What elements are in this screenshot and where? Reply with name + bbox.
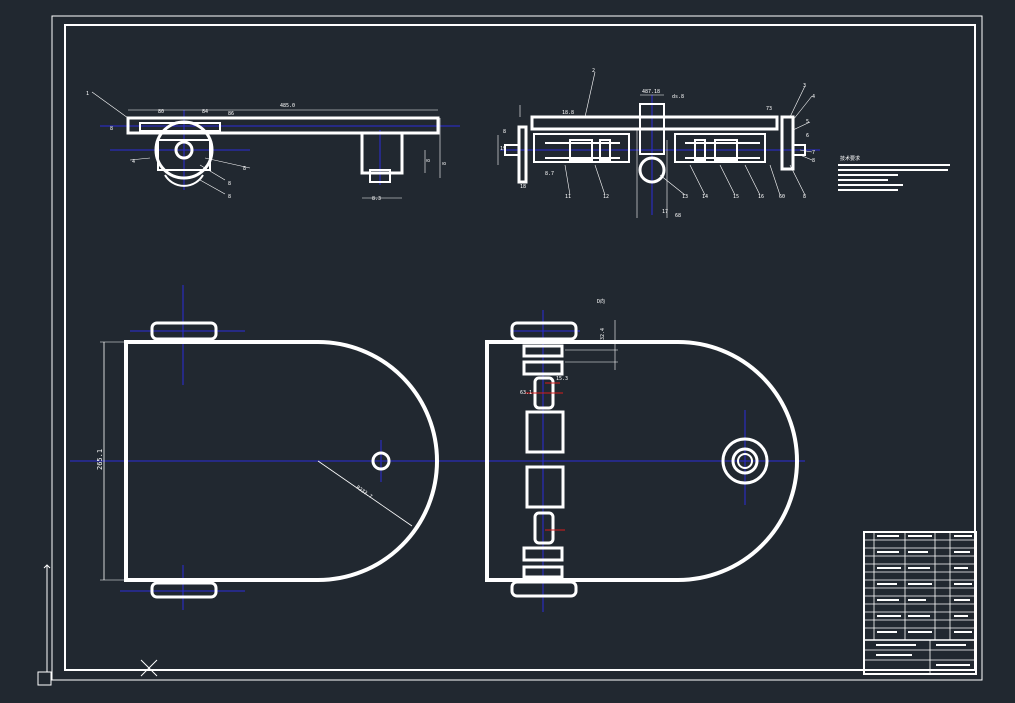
dimension-label: 8.3	[372, 196, 381, 202]
dimension-label: 11	[565, 194, 571, 200]
dimension-label: 6	[806, 133, 809, 139]
section-view-right: 2 18.8 487.18 ds.8 73 3 4 5 6 7 8 8.7 11…	[497, 68, 820, 219]
ucs-icon-box	[37, 671, 52, 686]
dimension-label: 487.18	[642, 89, 660, 95]
dimension-label: 60	[779, 194, 785, 200]
dimension-label: 8	[803, 194, 806, 200]
dimension-label: 19	[500, 146, 506, 152]
dimension-label: 16	[758, 194, 764, 200]
outer-frame	[51, 15, 983, 681]
dimension-label: 8	[228, 181, 231, 187]
dimension-label: 73	[766, 106, 772, 112]
dimension-label: 8	[426, 159, 432, 162]
dimension-label: 1	[86, 91, 89, 97]
dimension-label: R233.7	[355, 485, 373, 500]
dimension-label: 4	[132, 159, 135, 165]
cursor-cross	[140, 659, 158, 677]
dimension-label: 8	[812, 158, 815, 164]
dimension-label: 5	[806, 119, 809, 125]
dimension-label: D向	[597, 298, 605, 305]
dimension-label: 485.0	[280, 103, 295, 109]
dimension-label: 8	[503, 129, 506, 135]
dimension-label: 86	[228, 111, 234, 117]
dimension-label: 15	[733, 194, 739, 200]
dimension-label: 15.3	[556, 376, 568, 382]
dimension-label: 7	[812, 150, 815, 156]
dimension-label: 63.1	[520, 390, 532, 396]
dimension-label: 8	[110, 126, 113, 132]
inner-frame	[64, 24, 976, 671]
dimension-label: 8	[442, 162, 448, 165]
dimension-label: 8.7	[545, 171, 554, 177]
dimension-label: 14	[702, 194, 708, 200]
title-block	[863, 531, 977, 675]
dimension-label: 8	[228, 194, 231, 200]
dimension-label: 8	[243, 166, 246, 172]
dimension-label: 32.4	[600, 328, 606, 340]
side-view-left: 1 485.0 80 84 86 8 4 8 8 8 8.3 8 8	[86, 91, 460, 202]
technical-notes: 技术要求	[838, 155, 950, 191]
dimension-label: 80	[158, 109, 164, 115]
dimension-label: 18	[520, 184, 526, 190]
dimension-label: 2	[592, 68, 595, 74]
dimension-label: 技术要求	[840, 155, 860, 162]
plan-view-left: 265.1 R233.7	[70, 285, 480, 610]
dimension-label: 4	[812, 94, 815, 100]
ucs-icon-y-axis	[43, 564, 51, 672]
dimension-label: 84	[202, 109, 208, 115]
dimension-label: 17	[662, 209, 668, 215]
dimension-label: ds.8	[672, 94, 684, 100]
dimension-label: 265.1	[96, 449, 104, 470]
dimension-label: 12	[603, 194, 609, 200]
dimension-label: 68	[675, 213, 681, 219]
dimension-label: 13	[682, 194, 688, 200]
dimension-label: 3	[803, 83, 806, 89]
dimension-label: 18.8	[562, 110, 574, 116]
plan-view-right: D向 32.4 15.3 63.1	[480, 298, 805, 612]
